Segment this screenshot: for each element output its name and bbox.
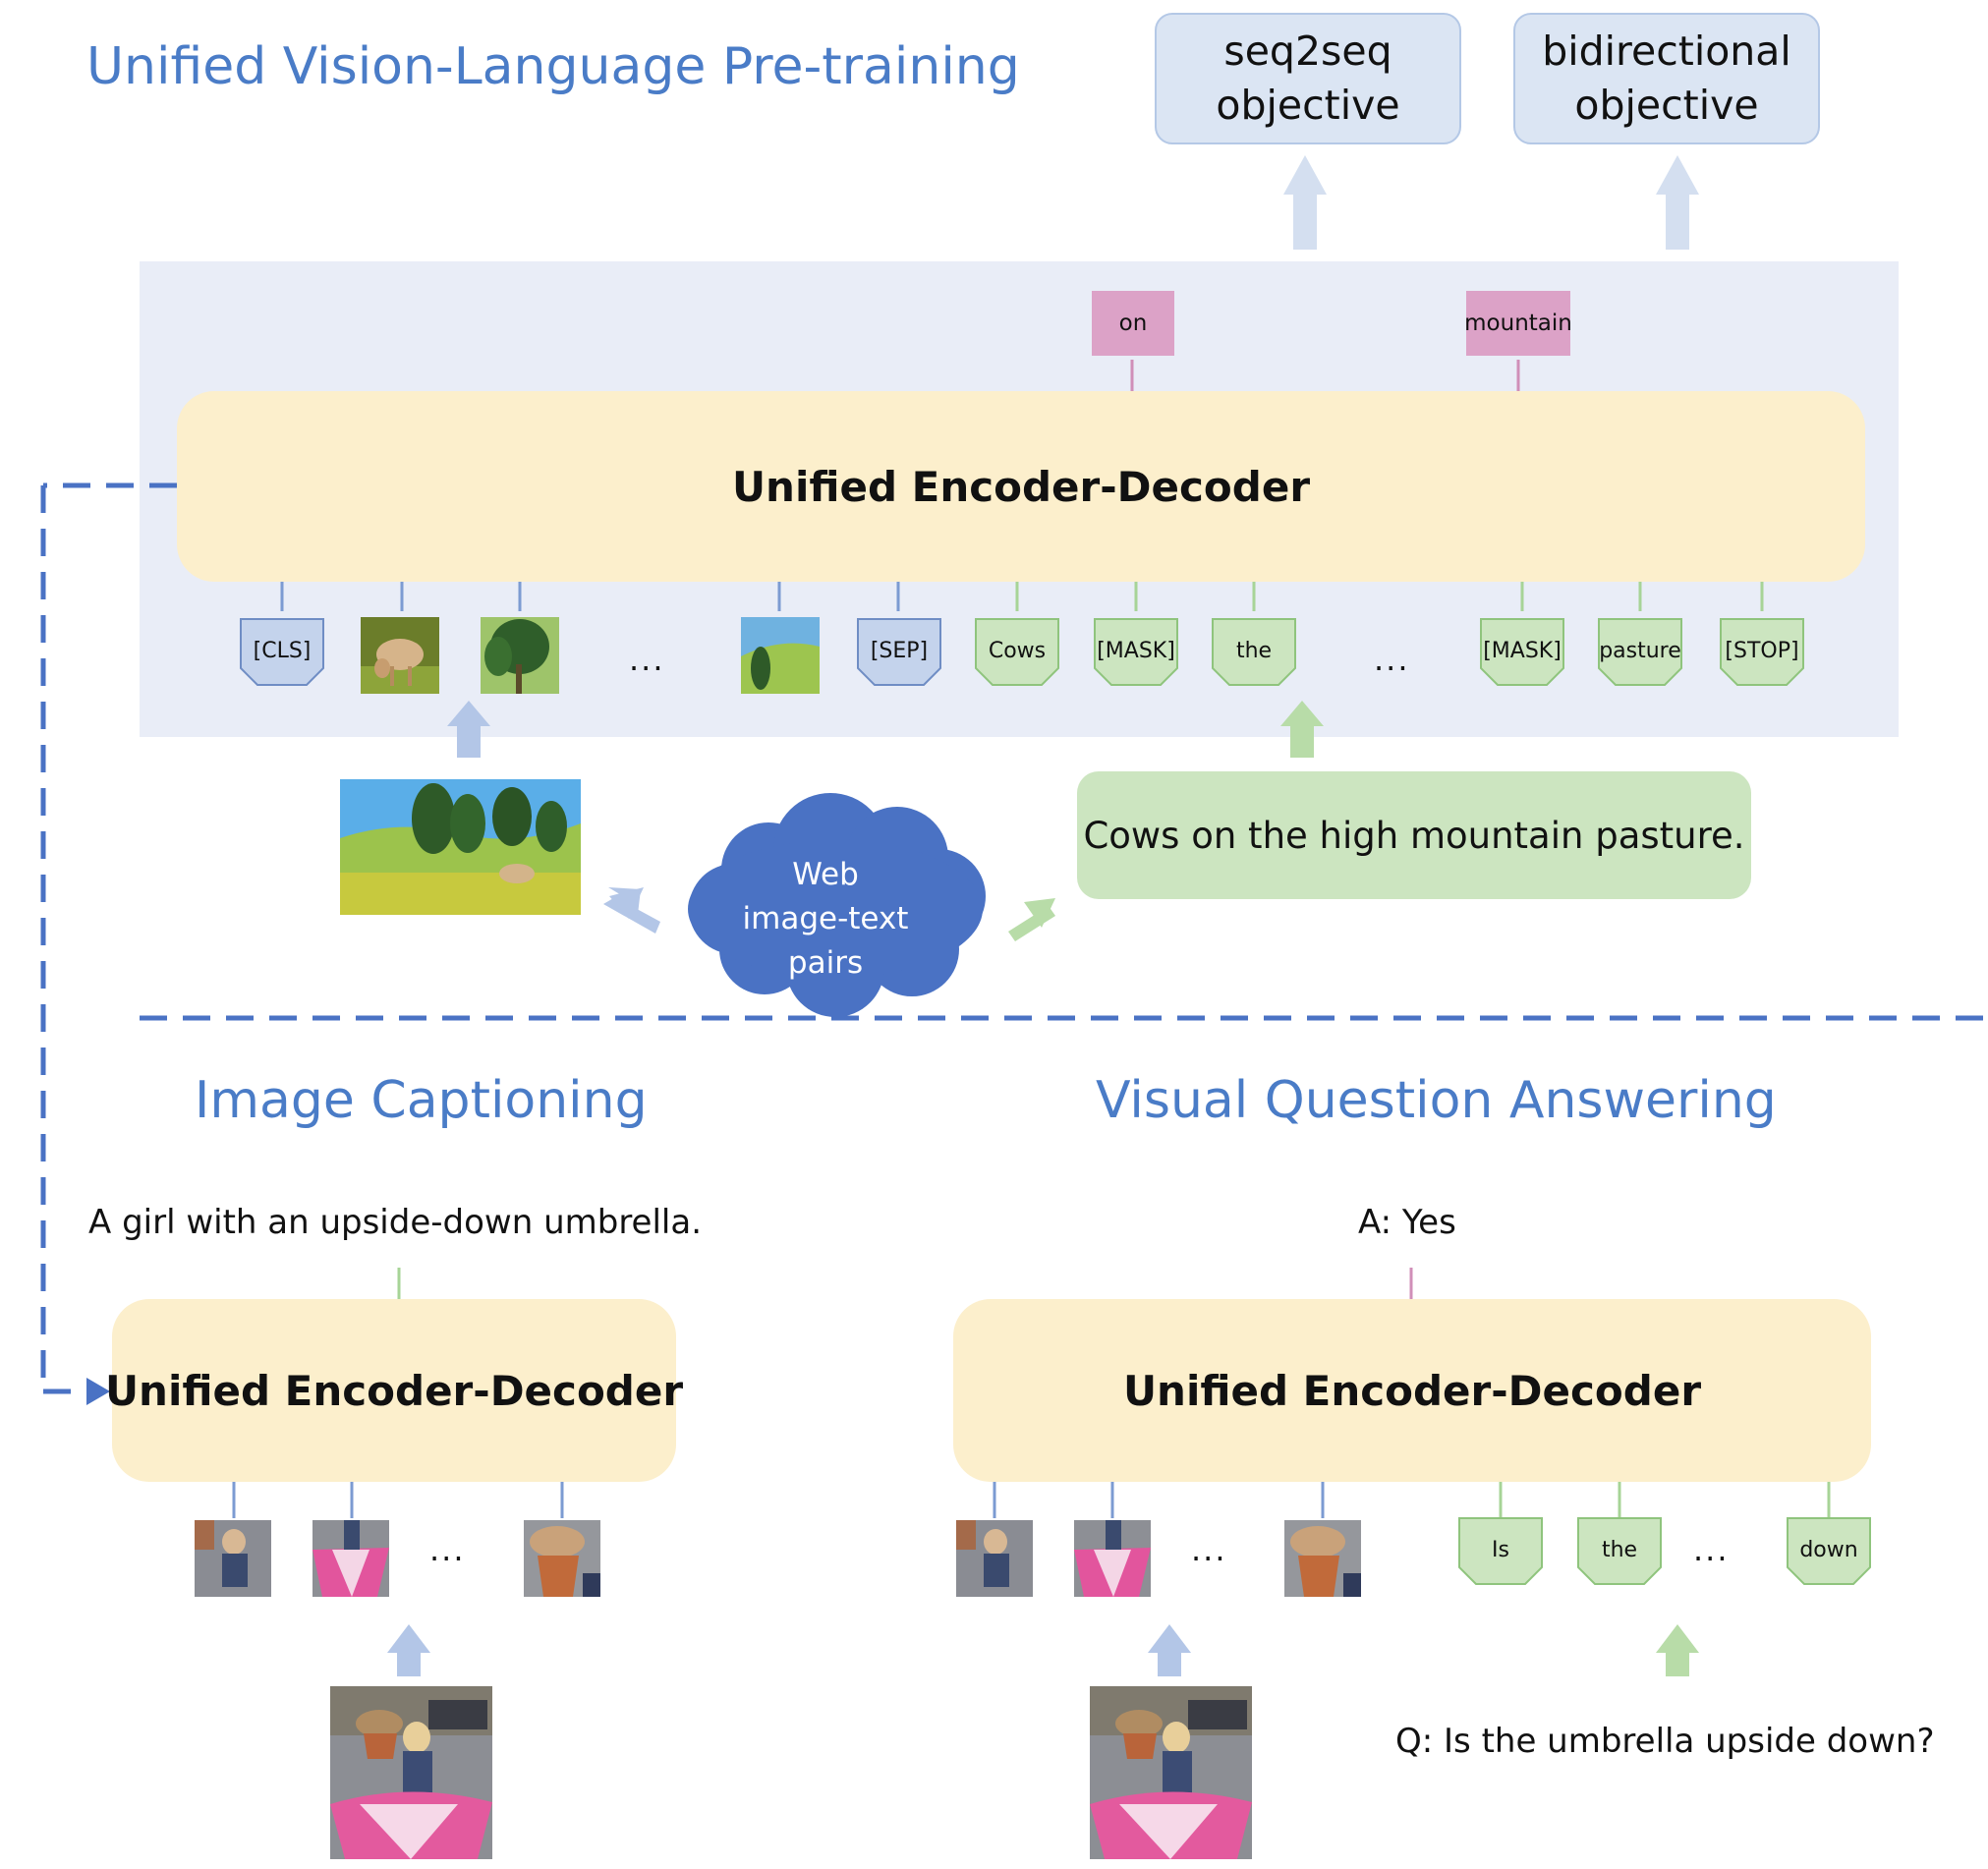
arrow-captioning-image-up (387, 1624, 430, 1676)
vqa-token-is: Is (1492, 1538, 1509, 1562)
vqa-token-down: down (1799, 1538, 1858, 1562)
arrow-to-seq2seq (1283, 155, 1327, 250)
vqa-answer-text: A: Yes (1358, 1203, 1456, 1242)
captioning-output-text: A girl with an upside-down umbrella. (88, 1203, 703, 1242)
bidirectional-line1: bidirectional (1542, 27, 1791, 75)
token-sep (857, 618, 941, 686)
cloud-label: Web image-text pairs (727, 853, 924, 986)
token-the: the (1235, 639, 1273, 663)
cloud-line3: pairs (787, 944, 864, 981)
arrow-vqa-question-up (1656, 1624, 1699, 1676)
captioning-source-photo (330, 1686, 492, 1859)
vqa-question-text: Q: Is the umbrella upside down? (1395, 1722, 1935, 1761)
bidirectional-objective-box: bidirectional objective (1513, 13, 1820, 144)
arrow-cloud-to-caption (1008, 898, 1055, 941)
captioning-encoder-decoder: Unified Encoder-Decoder (105, 1299, 683, 1482)
captioning-patch-2 (312, 1520, 389, 1597)
bidirectional-line2: objective (1574, 82, 1759, 129)
image-token-ellipsis: ... (629, 641, 665, 678)
pretraining-encoder-decoder: Unified Encoder-Decoder (177, 391, 1865, 582)
token-mask-1: [MASK] (1097, 639, 1175, 663)
captioning-patch-3 (524, 1520, 600, 1597)
seq2seq-line2: objective (1216, 82, 1400, 129)
captioning-patch-ellipsis: ... (429, 1531, 466, 1568)
pair-caption-box: Cows on the high mountain pasture. (1077, 771, 1751, 899)
token-pasture: pasture (1599, 639, 1681, 663)
vqa-token-the: the (1601, 1538, 1638, 1562)
token-stop: [STOP] (1725, 639, 1799, 663)
vqa-title: Visual Question Answering (1096, 1071, 1777, 1130)
pasture-photo (340, 779, 581, 915)
vqa-patch-ellipsis: ... (1191, 1531, 1227, 1568)
transfer-arrowhead (86, 1378, 110, 1405)
captioning-patch-1 (195, 1520, 271, 1597)
vqa-source-photo (1090, 1686, 1252, 1859)
token-cls (240, 618, 324, 686)
patch-tree-image (481, 617, 559, 694)
prediction-mountain: mountain (1464, 291, 1572, 356)
token-cows: Cows (988, 639, 1047, 663)
seq2seq-objective-box: seq2seq objective (1155, 13, 1461, 144)
token-cls-label: [CLS] (253, 639, 312, 663)
transfer-dashed-path (40, 482, 177, 1394)
arrow-to-bidirectional (1656, 155, 1699, 250)
pretraining-title: Unified Vision-Language Pre-training (86, 37, 1020, 96)
arrow-cloud-to-image (603, 887, 660, 934)
vqa-patch-2 (1074, 1520, 1151, 1597)
cloud-line1: Web (792, 857, 859, 892)
web-pairs-cloud (688, 793, 986, 1017)
token-sep-label: [SEP] (870, 639, 929, 663)
arrow-caption-to-tokens (1280, 701, 1324, 758)
vqa-token-ellipsis: ... (1693, 1531, 1730, 1568)
prediction-on: on (1092, 291, 1174, 356)
patch-cow-image (361, 617, 439, 694)
vqa-patch-3 (1284, 1520, 1361, 1597)
text-token-ellipsis: ... (1374, 641, 1410, 678)
patch-hill-image (741, 617, 820, 694)
arrow-image-to-tokens (447, 701, 490, 758)
vqa-encoder-decoder: Unified Encoder-Decoder (953, 1299, 1871, 1482)
seq2seq-line1: seq2seq (1223, 27, 1392, 75)
vqa-text-token-shapes (1458, 1517, 1871, 1585)
vqa-patch-1 (956, 1520, 1033, 1597)
captioning-title: Image Captioning (195, 1071, 648, 1130)
cloud-line2: image-text (742, 900, 909, 936)
token-mask-2: [MASK] (1483, 639, 1562, 663)
text-token-shapes (975, 618, 1804, 686)
arrow-vqa-image-up (1148, 1624, 1191, 1676)
